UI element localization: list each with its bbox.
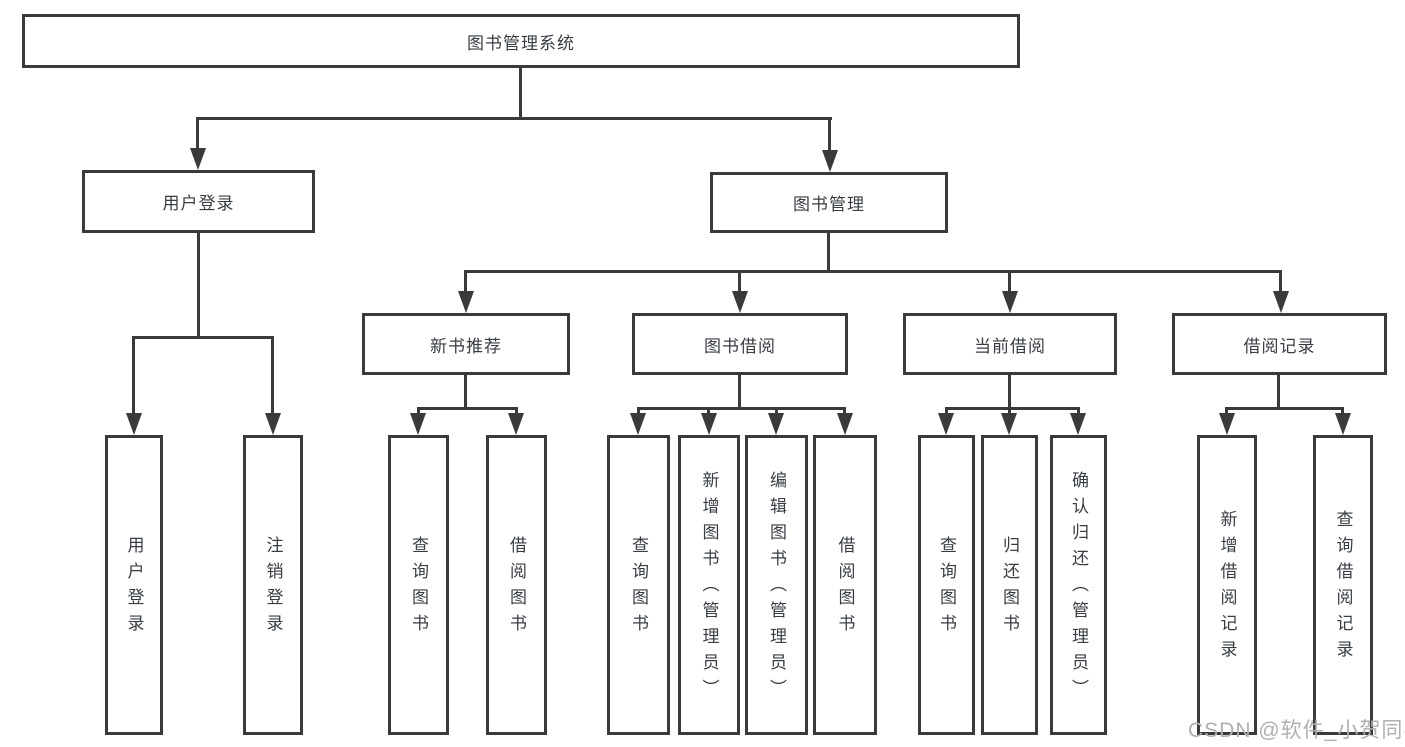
connector-current-borrow-stem — [1008, 375, 1011, 410]
node-book-borrowing: 图书借阅 — [632, 313, 848, 375]
node-borrowing-records: 借阅记录 — [1172, 313, 1387, 375]
connector-book-mgmt-stem — [827, 233, 830, 273]
connector-drop-nb-borrow — [515, 407, 518, 416]
connector-drop-bb-add — [707, 407, 710, 416]
connector-borrow-records-stem — [1277, 375, 1280, 410]
leaf-logout-login: 注销登录 — [243, 435, 303, 735]
connector-drop-br-query — [1341, 407, 1344, 416]
node-label: 借阅记录 — [1243, 336, 1316, 356]
connector-drop-leaf-logout — [271, 336, 274, 416]
connector-drop-cb-return — [1008, 407, 1011, 416]
leaf-label: 归还图书 — [1000, 536, 1019, 640]
leaf-bb-query-books: 查询图书 — [607, 435, 670, 735]
connector-drop-bb-query — [637, 407, 640, 416]
connector-borrow-records-rail — [1225, 407, 1344, 410]
leaf-label: 查询借阅记录 — [1333, 510, 1353, 666]
arrowhead-nb-borrow — [508, 413, 524, 435]
leaf-label: 查询图书 — [937, 536, 956, 640]
node-label: 用户登录 — [162, 194, 235, 213]
leaf-label: 查询图书 — [629, 536, 648, 640]
arrowhead-new-books — [458, 291, 474, 313]
connector-drop-cb-confirm — [1077, 407, 1080, 416]
node-library-management-system: 图书管理系统 — [22, 14, 1020, 68]
leaf-label: 用户登录 — [124, 536, 144, 640]
connector-drop-borrow-records — [1279, 270, 1282, 294]
connector-new-books-stem — [464, 375, 467, 410]
connector-root-stem — [519, 68, 522, 119]
node-label: 图书管理 — [793, 195, 865, 214]
arrowhead-bb-query — [630, 413, 646, 435]
arrowhead-bb-edit — [768, 413, 784, 435]
node-label: 图书管理系统 — [467, 33, 575, 53]
connector-drop-nb-query — [417, 407, 420, 416]
arrowhead-book-borrow — [732, 291, 748, 313]
node-label: 当前借阅 — [974, 336, 1046, 356]
connector-current-borrow-rail — [945, 407, 1080, 410]
arrowhead-user-login — [190, 148, 206, 170]
connector-drop-new-books — [464, 270, 467, 294]
connector-user-login-rail — [132, 336, 274, 339]
csdn-watermark: CSDN @软件_小贺同学 — [1188, 719, 1405, 742]
arrowhead-current-borrow — [1002, 291, 1018, 313]
connector-drop-br-add — [1225, 407, 1228, 416]
leaf-label: 新增图书（管理员） — [699, 471, 719, 705]
arrowhead-cb-confirm — [1070, 413, 1086, 435]
leaf-label: 确认归还（管理员） — [1069, 471, 1088, 705]
arrowhead-leaf-logout — [265, 413, 281, 435]
connector-book-borrow-stem — [738, 375, 741, 410]
leaf-br-add-record: 新增借阅记录 — [1197, 435, 1257, 735]
leaf-cb-query-books: 查询图书 — [918, 435, 975, 735]
node-new-book-recommendation: 新书推荐 — [362, 313, 570, 375]
leaf-cb-return-books: 归还图书 — [981, 435, 1038, 735]
arrowhead-book-mgmt — [822, 150, 838, 172]
node-book-management: 图书管理 — [710, 172, 948, 233]
leaf-label: 编辑图书（管理员） — [767, 471, 786, 705]
connector-level3-rail — [464, 270, 1282, 273]
leaf-cb-confirm-return-admin: 确认归还（管理员） — [1050, 435, 1107, 735]
arrowhead-borrow-records — [1273, 291, 1289, 313]
leaf-label: 新增借阅记录 — [1217, 510, 1237, 666]
connector-level1-rail — [197, 117, 832, 120]
arrowhead-nb-query — [410, 413, 426, 435]
arrowhead-bb-borrow — [837, 413, 853, 435]
node-label: 图书借阅 — [704, 336, 776, 356]
leaf-nb-borrow-books: 借阅图书 — [486, 435, 547, 735]
connector-drop-book-borrow — [738, 270, 741, 294]
leaf-label: 注销登录 — [263, 536, 283, 640]
arrowhead-br-add — [1219, 413, 1235, 435]
arrowhead-leaf-user-login — [126, 413, 142, 435]
connector-drop-bb-borrow — [843, 407, 846, 416]
connector-drop-bb-edit — [775, 407, 778, 416]
leaf-bb-edit-books-admin: 编辑图书（管理员） — [745, 435, 808, 735]
arrowhead-br-query — [1335, 413, 1351, 435]
connector-drop-cb-query — [945, 407, 948, 416]
leaf-label: 借阅图书 — [507, 536, 526, 640]
connector-book-borrow-rail — [637, 407, 846, 410]
node-user-login: 用户登录 — [82, 170, 315, 233]
node-label: 新书推荐 — [430, 336, 502, 356]
arrowhead-cb-return — [1001, 413, 1017, 435]
connector-drop-user-login — [196, 117, 199, 152]
leaf-nb-query-books: 查询图书 — [388, 435, 449, 735]
leaf-label: 查询图书 — [409, 536, 428, 640]
connector-drop-book-mgmt — [828, 117, 831, 154]
arrowhead-cb-query — [938, 413, 954, 435]
arrowhead-bb-add — [701, 413, 717, 435]
leaf-label: 借阅图书 — [835, 536, 855, 640]
leaf-bb-add-books-admin: 新增图书（管理员） — [678, 435, 740, 735]
connector-new-books-rail — [417, 407, 518, 410]
connector-drop-leaf-user-login — [132, 336, 135, 416]
node-current-borrowing: 当前借阅 — [903, 313, 1117, 375]
connector-user-login-stem — [197, 233, 200, 339]
leaf-br-query-record: 查询借阅记录 — [1313, 435, 1373, 735]
leaf-user-login: 用户登录 — [105, 435, 163, 735]
leaf-bb-borrow-books: 借阅图书 — [813, 435, 877, 735]
connector-drop-current-borrow — [1008, 270, 1011, 294]
